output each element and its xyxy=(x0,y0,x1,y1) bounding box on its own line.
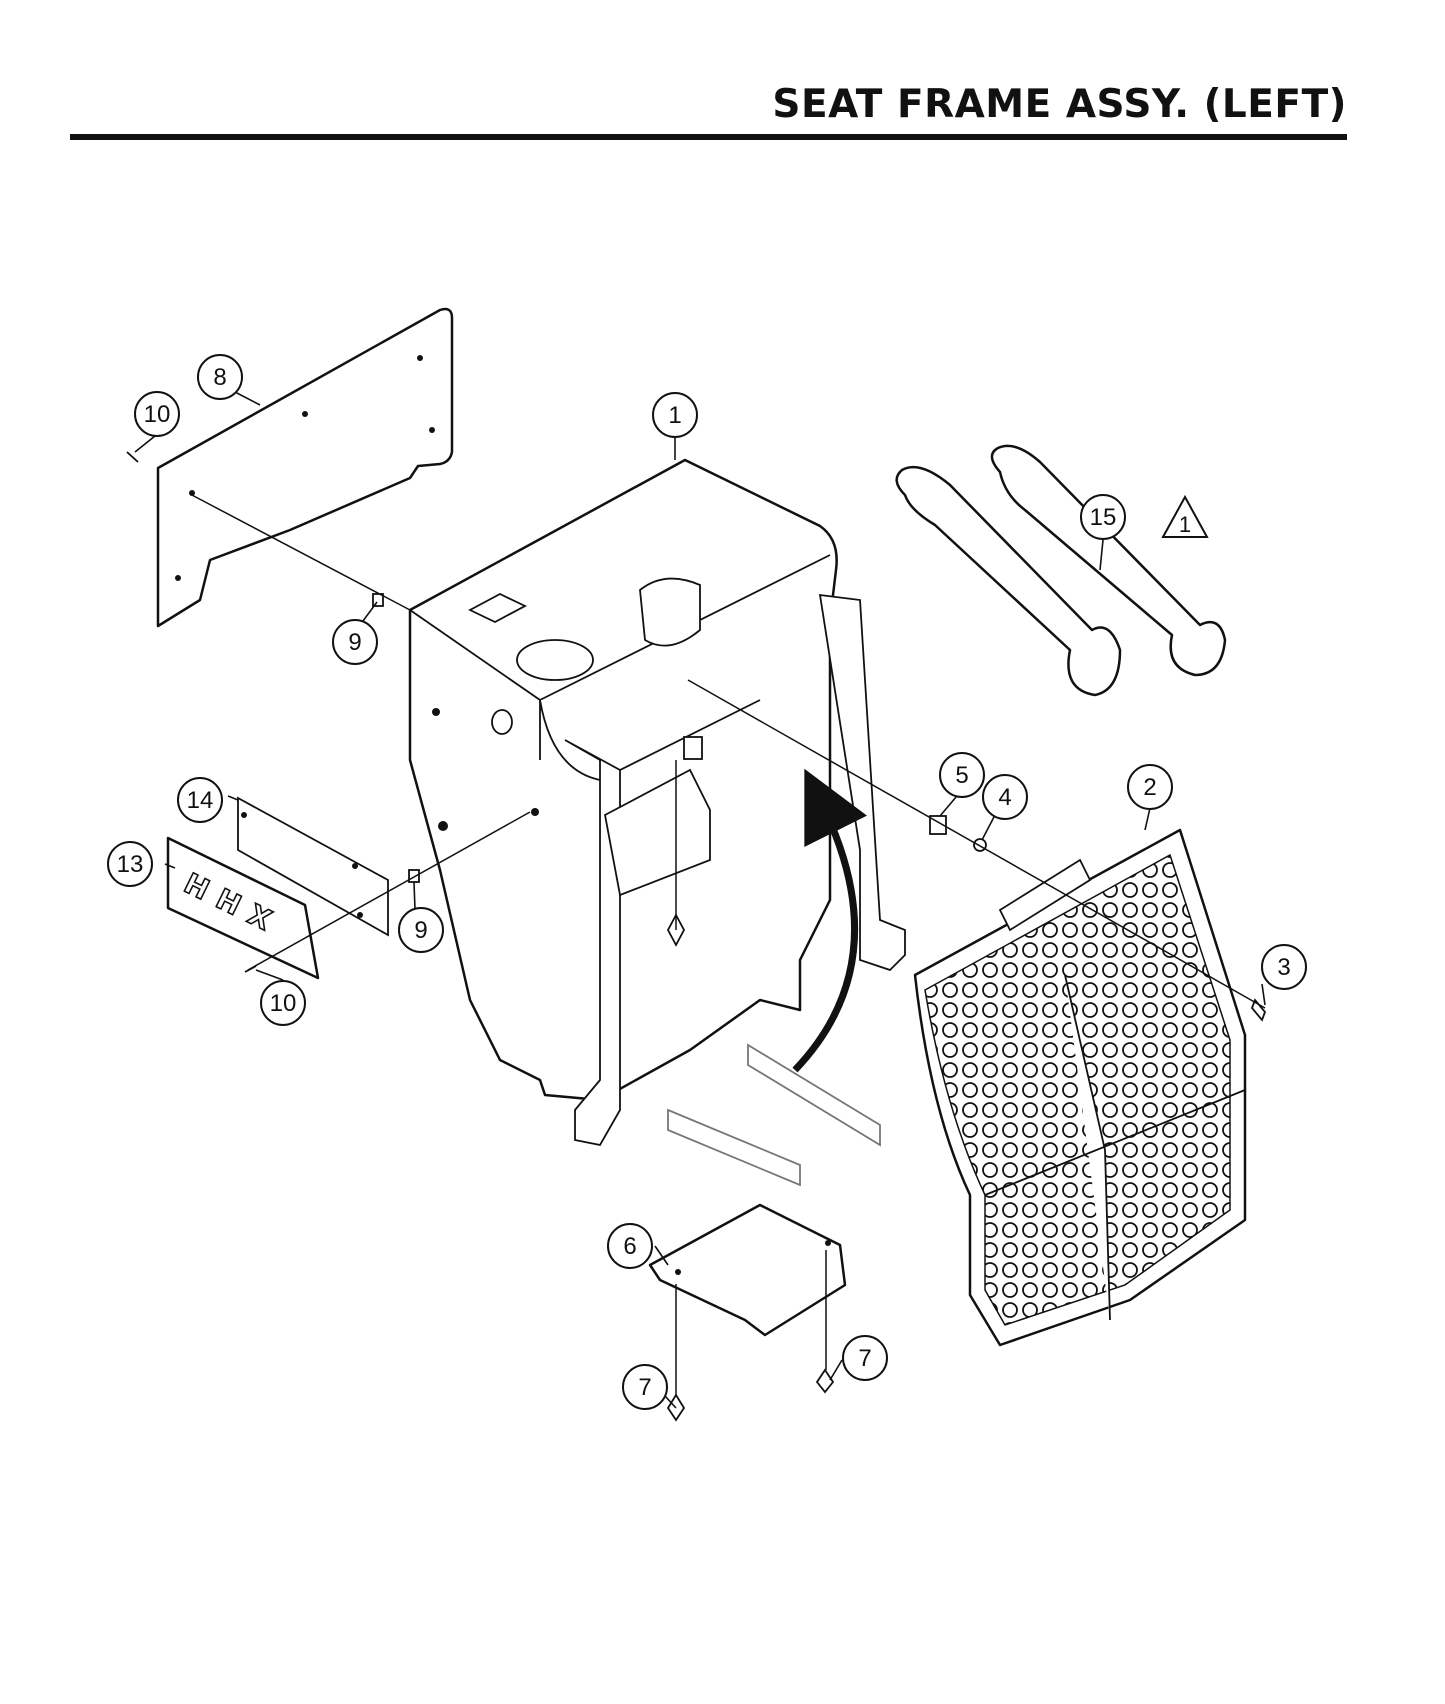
svg-text:9: 9 xyxy=(414,917,427,944)
callout-10a: 10 xyxy=(134,391,180,437)
page-title: SEAT FRAME ASSY. (LEFT) xyxy=(772,82,1347,127)
assembly-axes xyxy=(189,493,1266,1395)
svg-text:2: 2 xyxy=(1143,774,1156,801)
callout-15: 15 xyxy=(1080,494,1126,540)
svg-text:1: 1 xyxy=(668,402,681,429)
callout-3: 3 xyxy=(1261,944,1307,990)
svg-text:4: 4 xyxy=(998,784,1011,811)
callout-8: 8 xyxy=(197,354,243,400)
callout-4: 4 xyxy=(982,774,1028,820)
bracket-rail-part xyxy=(667,1043,881,1187)
svg-text:7: 7 xyxy=(858,1345,871,1372)
part-3-pin xyxy=(1250,998,1267,1022)
part-10-screw-top xyxy=(126,451,139,463)
svg-text:7: 7 xyxy=(638,1374,651,1401)
callout-1: 1 xyxy=(652,392,698,438)
callout-6: 6 xyxy=(607,1223,653,1269)
warning-label: 1 xyxy=(1179,512,1191,537)
backing-plate-part xyxy=(237,796,389,937)
callout-7b: 7 xyxy=(622,1364,668,1410)
part-7-bolt-right xyxy=(815,1368,835,1394)
perforated-guard-part xyxy=(913,828,1247,1347)
callout-10b: 10 xyxy=(260,980,306,1026)
svg-text:14: 14 xyxy=(187,787,214,814)
title-rule xyxy=(70,134,1347,140)
part-9-stud-bottom xyxy=(408,869,420,883)
part-9-stud-top xyxy=(372,593,384,607)
warning-triangle-icon: 1 xyxy=(1161,494,1209,538)
mounting-plate-part xyxy=(648,1203,847,1337)
callout-7a: 7 xyxy=(842,1335,888,1381)
svg-text:10: 10 xyxy=(144,401,171,428)
callout-2: 2 xyxy=(1127,764,1173,810)
rear-panel-part xyxy=(156,307,454,628)
callout-14: 14 xyxy=(177,777,223,823)
svg-text:9: 9 xyxy=(348,629,361,656)
seat-frame-part xyxy=(408,458,906,1147)
svg-text:6: 6 xyxy=(623,1233,636,1260)
svg-text:13: 13 xyxy=(117,851,144,878)
callout-9b: 9 xyxy=(398,907,444,953)
callout-5: 5 xyxy=(939,752,985,798)
svg-text:8: 8 xyxy=(213,364,226,391)
callout-9a: 9 xyxy=(332,619,378,665)
svg-text:5: 5 xyxy=(955,762,968,789)
svg-text:15: 15 xyxy=(1090,504,1117,531)
rotation-arrow xyxy=(792,768,867,1073)
strap-pair-part xyxy=(895,444,1227,697)
svg-text:3: 3 xyxy=(1277,954,1290,981)
callout-13: 13 xyxy=(107,841,153,887)
svg-text:10: 10 xyxy=(270,990,297,1017)
